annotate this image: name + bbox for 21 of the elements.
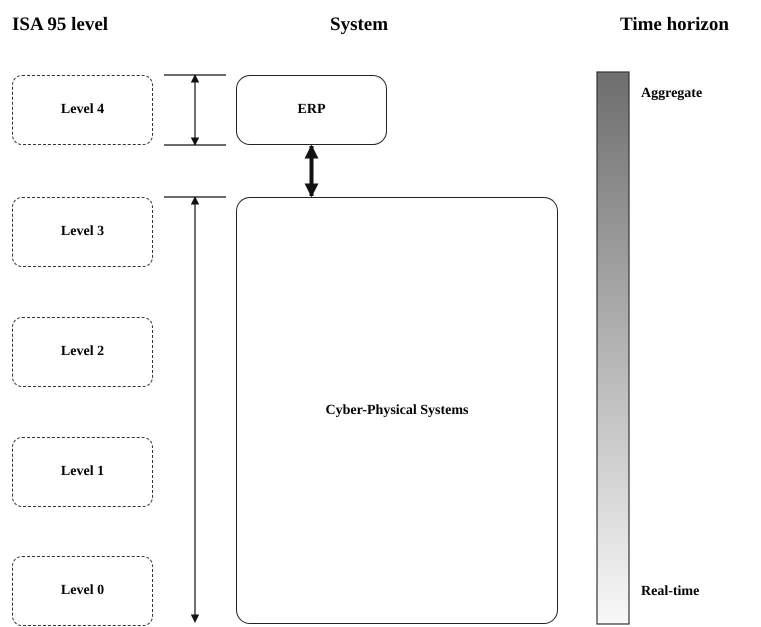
box-label: ERP (298, 102, 326, 118)
column-header: Time horizon (620, 14, 729, 36)
gradient-bar (596, 71, 630, 625)
box-label: Level 2 (60, 344, 104, 360)
box-label: Cyber-Physical Systems (326, 402, 468, 418)
level-box (12, 317, 153, 387)
axis-end-label: Real-time (641, 584, 700, 600)
axis-end-label: Aggregate (641, 86, 702, 102)
box-label: Level 3 (60, 224, 104, 240)
column-header: ISA 95 level (12, 14, 108, 36)
column-header: System (330, 14, 388, 36)
box-label: Level 1 (60, 464, 104, 480)
system-box (236, 75, 387, 145)
level-box (12, 197, 153, 267)
level-box (12, 437, 153, 507)
box-label: Level 0 (60, 583, 104, 599)
level-box (12, 556, 153, 626)
level-box (12, 75, 153, 145)
double-arrow (304, 144, 318, 198)
system-box (236, 197, 558, 624)
box-label: Level 4 (60, 102, 104, 118)
